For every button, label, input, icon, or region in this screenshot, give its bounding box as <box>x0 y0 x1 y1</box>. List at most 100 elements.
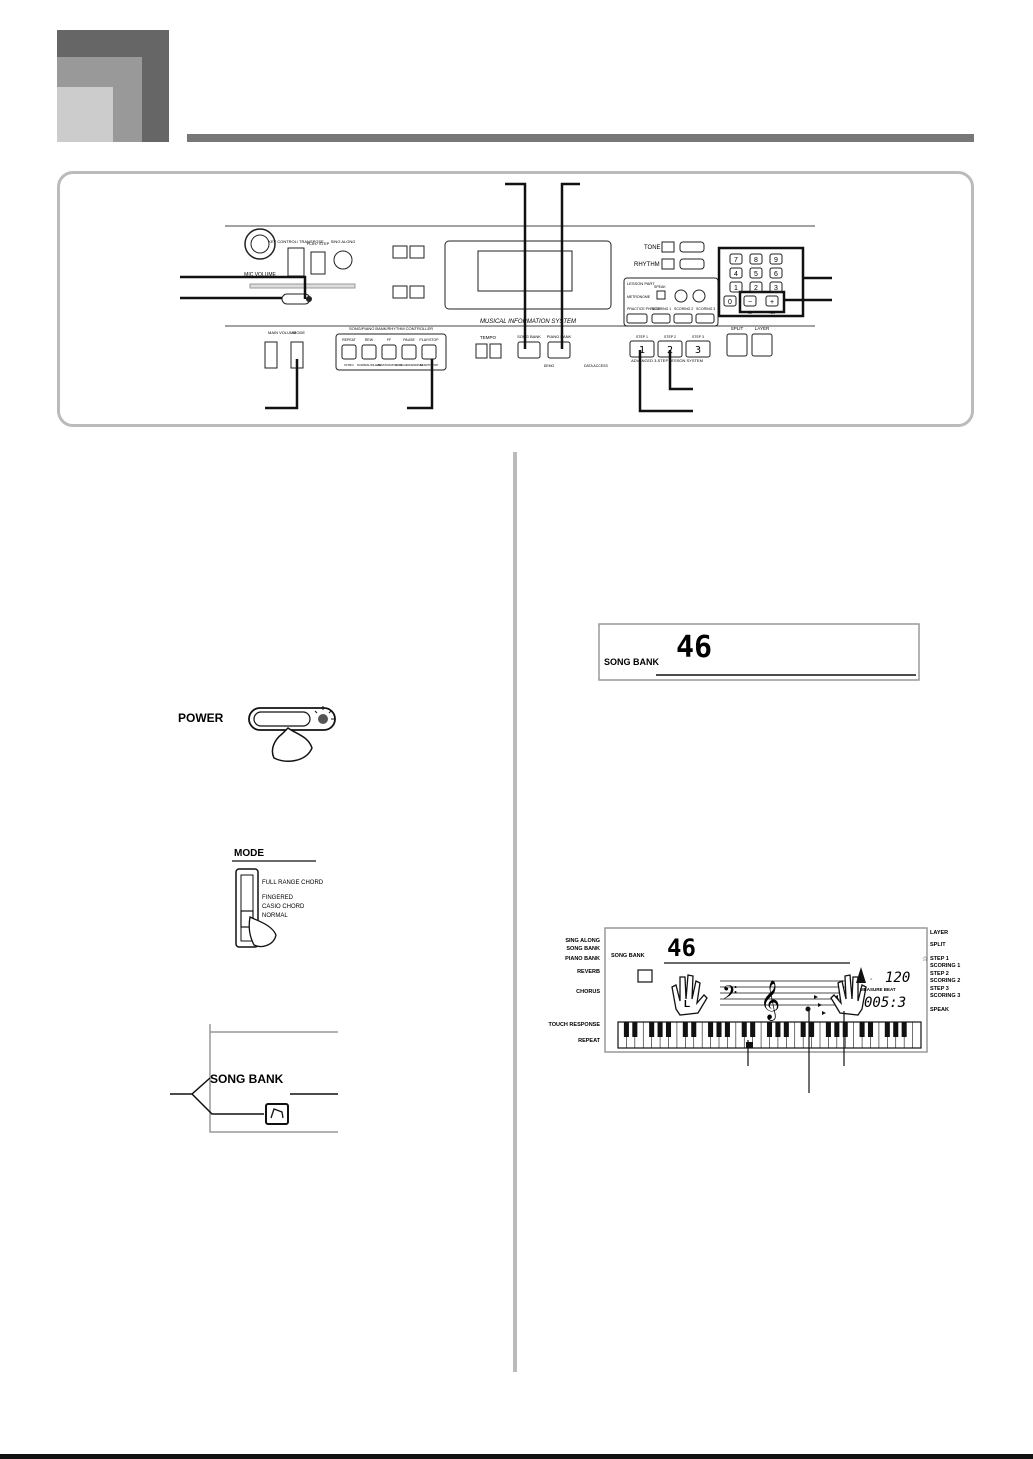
rhythm-button[interactable] <box>679 258 705 270</box>
panel-button-d[interactable] <box>409 285 425 299</box>
layer-button[interactable] <box>751 333 773 357</box>
lcd-song-bank-icon <box>637 969 653 983</box>
lcd-black-key <box>766 1022 773 1037</box>
sing-along-button[interactable] <box>333 250 353 270</box>
numpad-key-5[interactable] <box>769 267 783 279</box>
tempo-label: TEMPO <box>480 335 497 340</box>
song-bank-button[interactable] <box>517 341 541 359</box>
numpad-key-2[interactable] <box>769 253 783 265</box>
numpad-key-7[interactable] <box>749 281 763 293</box>
numpad-key-1[interactable] <box>749 253 763 265</box>
lcd-black-key <box>825 1022 831 1037</box>
lcd-star-icon: ☆ <box>922 955 928 963</box>
tempo-down-button[interactable] <box>475 343 488 359</box>
scoring-1-button[interactable] <box>651 313 671 324</box>
lcd-right-label-1: SPLIT <box>930 942 946 948</box>
controller-button-4[interactable] <box>421 344 437 360</box>
lcd-black-key <box>809 1022 815 1037</box>
numpad-key-label-9: 0 <box>728 299 732 306</box>
keyboard-panel-drawing: MIC VOLUME KEY CONTROL/ TRANSPOSE PLAY/ … <box>180 182 832 413</box>
play-step-button[interactable] <box>310 251 326 275</box>
numpad-key-0[interactable] <box>729 253 743 265</box>
metronome-label: METRONOME <box>627 295 651 299</box>
power-label: POWER <box>178 711 224 725</box>
controller-button-0[interactable] <box>341 344 357 360</box>
lcd-right-label-0: LAYER <box>930 930 948 936</box>
lcd-black-key <box>708 1022 714 1037</box>
lcd-black-key <box>800 1022 806 1037</box>
advanced-label: ADVANCED 3-STEP LESSON SYSTEM <box>631 358 703 363</box>
numpad-key-10[interactable] <box>743 295 757 307</box>
lcd-measure-value: 005:3 <box>864 995 906 1011</box>
lcd-left-label-4: CHORUS <box>576 989 600 995</box>
lcd-number-value: 46 <box>676 630 712 665</box>
metronome-icon <box>856 967 866 983</box>
piano-bank-label: PIANO BANK <box>547 334 572 339</box>
practice-phrase-button[interactable] <box>626 313 648 324</box>
controller-button-1[interactable] <box>361 344 377 360</box>
numpad-key-label-1: 8 <box>754 257 758 264</box>
keyboard-panel: MIC VOLUME KEY CONTROL/ TRANSPOSE PLAY/ … <box>57 171 974 427</box>
lcd-left-label-3: REVERB <box>577 969 600 975</box>
play-step-label: PLAY/ STEP <box>307 241 330 246</box>
data-access-label: DATA ACCESS <box>584 364 608 368</box>
tempo-up-button[interactable] <box>489 343 502 359</box>
numpad-key-4[interactable] <box>749 267 763 279</box>
main-volume-slider[interactable] <box>264 341 278 369</box>
split-button[interactable] <box>726 333 748 357</box>
controller-button-label-2: FF <box>387 338 391 342</box>
mis-label: MUSICAL INFORMATION SYSTEM <box>480 319 576 325</box>
step-1-button[interactable] <box>629 340 655 358</box>
rhythm-label: RHYTHM <box>634 262 660 268</box>
lcd-right-label-8: SPEAK <box>930 1007 949 1013</box>
panel-button-b[interactable] <box>409 245 425 259</box>
panel-lcd <box>444 240 612 310</box>
speak-label: SPEAK <box>654 285 666 289</box>
key-control-label: KEY CONTROL/ TRANSPOSE <box>268 239 324 244</box>
piano-bank-button[interactable] <box>547 341 571 359</box>
numpad-frame <box>717 246 805 318</box>
numpad-key-label-4: 5 <box>754 271 758 278</box>
tempo-equals: = <box>870 976 873 981</box>
controller-button-label-1: REW <box>365 338 374 342</box>
lcd-black-key <box>682 1022 688 1037</box>
controller-button-2[interactable] <box>381 344 397 360</box>
mic-volume-knob[interactable] <box>244 228 276 260</box>
scoring-3-button[interactable] <box>695 313 715 324</box>
scoring-1-label: SCORING 1 <box>652 307 671 311</box>
finger-icon <box>271 727 313 762</box>
bottom-rule <box>0 1454 1033 1459</box>
lcd-black-key <box>741 1022 747 1037</box>
controller-button-3[interactable] <box>401 344 417 360</box>
step-1-digit: 1 <box>639 345 645 356</box>
controller-button-label-4: PLAY/STOP <box>419 338 439 342</box>
lcd-left-label-6: REPEAT <box>578 1038 601 1044</box>
mode-switch-large[interactable] <box>235 868 259 948</box>
panel-button-c[interactable] <box>392 285 408 299</box>
callout-lines <box>180 182 832 413</box>
lcd-right-label-4: STEP 2 <box>930 971 949 977</box>
numpad-key-9[interactable] <box>723 295 737 307</box>
panel-button-a[interactable] <box>392 245 408 259</box>
numpad-key-11[interactable] <box>765 295 779 307</box>
numpad-key-label-2: 9 <box>774 257 778 264</box>
step-3-label: STEP 3 <box>692 335 704 339</box>
numpad-key-3[interactable] <box>729 267 743 279</box>
numpad-key-6[interactable] <box>729 281 743 293</box>
scoring-2-button[interactable] <box>673 313 693 324</box>
step-3-button[interactable] <box>685 340 711 358</box>
lcd-right-label-2: STEP 1 <box>930 956 949 962</box>
no-label: NO <box>748 311 753 315</box>
speak-button[interactable] <box>656 290 666 300</box>
power-led-icon <box>318 714 328 724</box>
scoring-3-label: SCORING 3 <box>696 307 715 311</box>
lesson-part-label: LESSON PART <box>627 281 655 286</box>
left-hand-icon <box>671 974 708 1016</box>
numpad-key-8[interactable] <box>769 281 783 293</box>
key-control-button[interactable] <box>287 247 305 277</box>
tone-button[interactable] <box>679 241 705 253</box>
demo-label: DEMO <box>544 364 555 368</box>
mic-volume-label: MIC VOLUME <box>244 272 276 278</box>
